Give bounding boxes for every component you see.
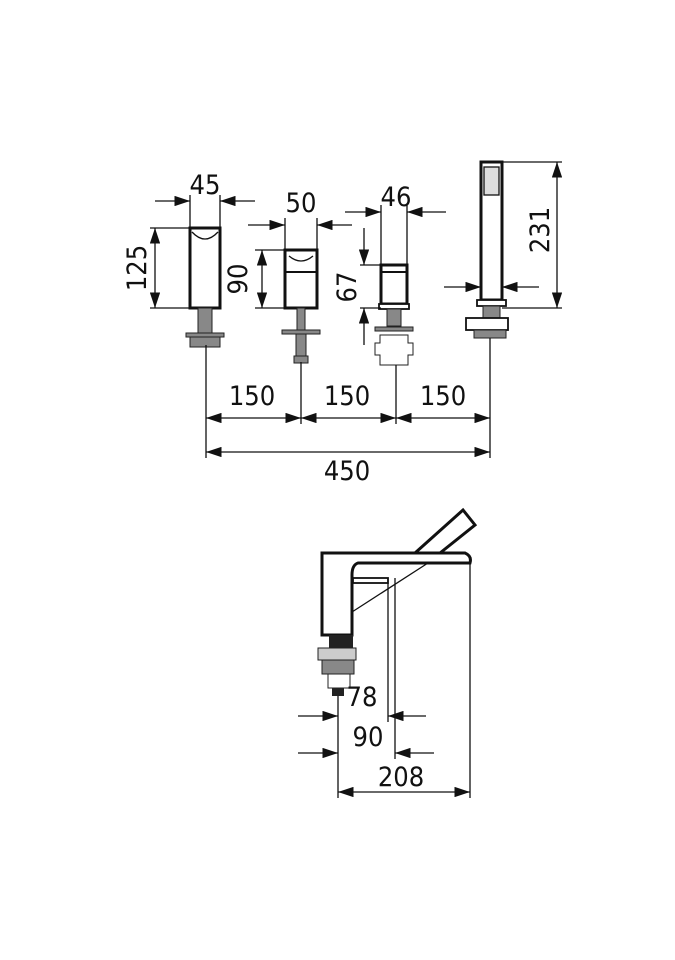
dim-handle-2-height: 67 — [332, 272, 363, 303]
handle-2-front — [374, 263, 414, 366]
dimension-handle-1-width: 50 — [248, 188, 352, 250]
spout-front — [185, 226, 225, 348]
handle-1-front — [281, 248, 321, 364]
side-view: 78 90 208 — [298, 507, 478, 798]
dim-side-90: 90 — [353, 722, 384, 753]
dim-hand-shower-height: 231 — [525, 207, 556, 253]
dimension-spacings: 150 150 150 450 — [205, 338, 491, 487]
dim-spacing-2: 150 — [324, 381, 370, 412]
hand-shower-front — [465, 160, 509, 339]
spout-side — [317, 507, 478, 696]
dim-spout-width: 45 — [190, 170, 221, 201]
dimension-handle-1-height: 90 — [223, 249, 285, 309]
dimension-spout-width: 45 — [155, 170, 255, 228]
dimension-handle-2-width: 46 — [345, 182, 446, 265]
dim-handle-1-width: 50 — [286, 188, 317, 219]
front-view: 45 125 50 — [122, 160, 563, 487]
dim-spacing-1: 150 — [229, 381, 275, 412]
dimension-hand-shower-height: 231 — [444, 161, 563, 309]
dim-spout-height: 125 — [122, 245, 153, 291]
dim-handle-2-width: 46 — [381, 182, 412, 213]
dim-side-208: 208 — [378, 762, 424, 793]
dim-side-78: 78 — [347, 682, 378, 713]
dim-spacing-3: 150 — [420, 381, 466, 412]
dim-total: 450 — [324, 456, 370, 487]
dim-handle-1-height: 90 — [223, 264, 254, 295]
dimension-spout-height: 125 — [122, 227, 190, 309]
dimension-side: 78 90 208 — [298, 563, 471, 798]
dimension-handle-2-height: 67 — [332, 228, 381, 345]
